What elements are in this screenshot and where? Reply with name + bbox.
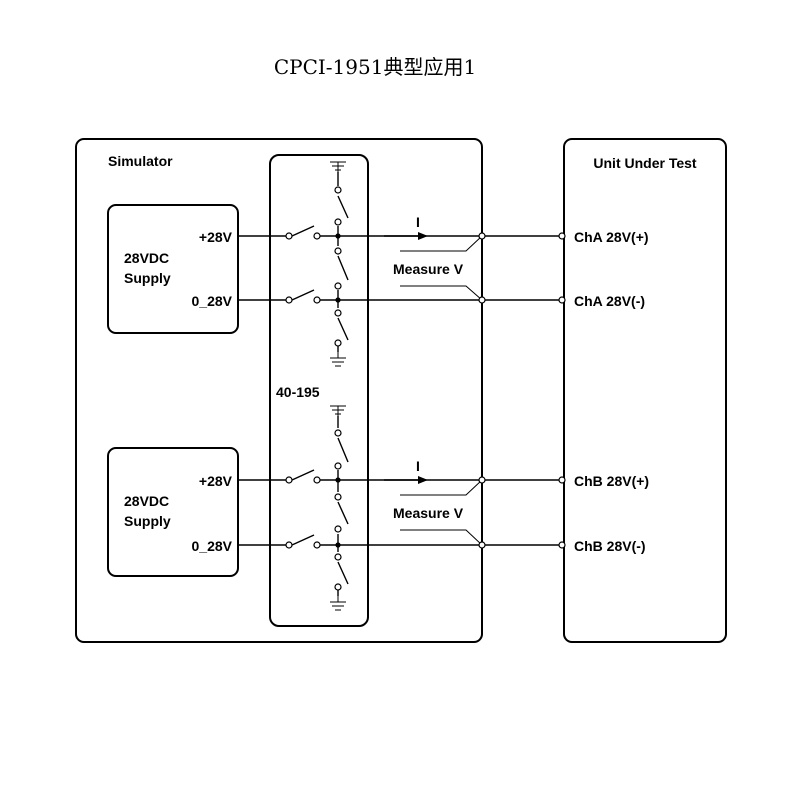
supply-b-line1: 28VDC	[124, 493, 169, 509]
chb-pos-label: ChB 28V(+)	[574, 473, 649, 489]
supply-a-line1: 28VDC	[124, 250, 169, 266]
module-label: 40-195	[276, 384, 320, 400]
supply-b-line2: Supply	[124, 513, 171, 529]
measure-label-b: Measure V	[393, 505, 464, 521]
measure-label-a: Measure V	[393, 261, 464, 277]
channel-a-wiring	[238, 161, 566, 367]
channel-b-wiring	[238, 405, 566, 611]
current-label-a: I	[416, 214, 420, 230]
current-label-b: I	[416, 458, 420, 474]
supply-a-pos-label: +28V	[199, 229, 233, 245]
supply-a-line2: Supply	[124, 270, 171, 286]
cha-pos-label: ChA 28V(+)	[574, 229, 649, 245]
switch-module-box	[269, 154, 369, 627]
uut-box	[563, 138, 727, 643]
supply-a-neg-label: 0_28V	[192, 293, 233, 309]
simulator-label: Simulator	[108, 153, 173, 169]
supply-b-neg-label: 0_28V	[192, 538, 233, 554]
chb-neg-label: ChB 28V(-)	[574, 538, 646, 554]
supply-box-a	[107, 204, 239, 334]
supply-box-b	[107, 447, 239, 577]
supply-b-pos-label: +28V	[199, 473, 233, 489]
cha-neg-label: ChA 28V(-)	[574, 293, 645, 309]
uut-label: Unit Under Test	[593, 155, 697, 171]
simulator-box	[75, 138, 483, 643]
page-title: CPCI-1951典型应用1	[274, 55, 476, 79]
